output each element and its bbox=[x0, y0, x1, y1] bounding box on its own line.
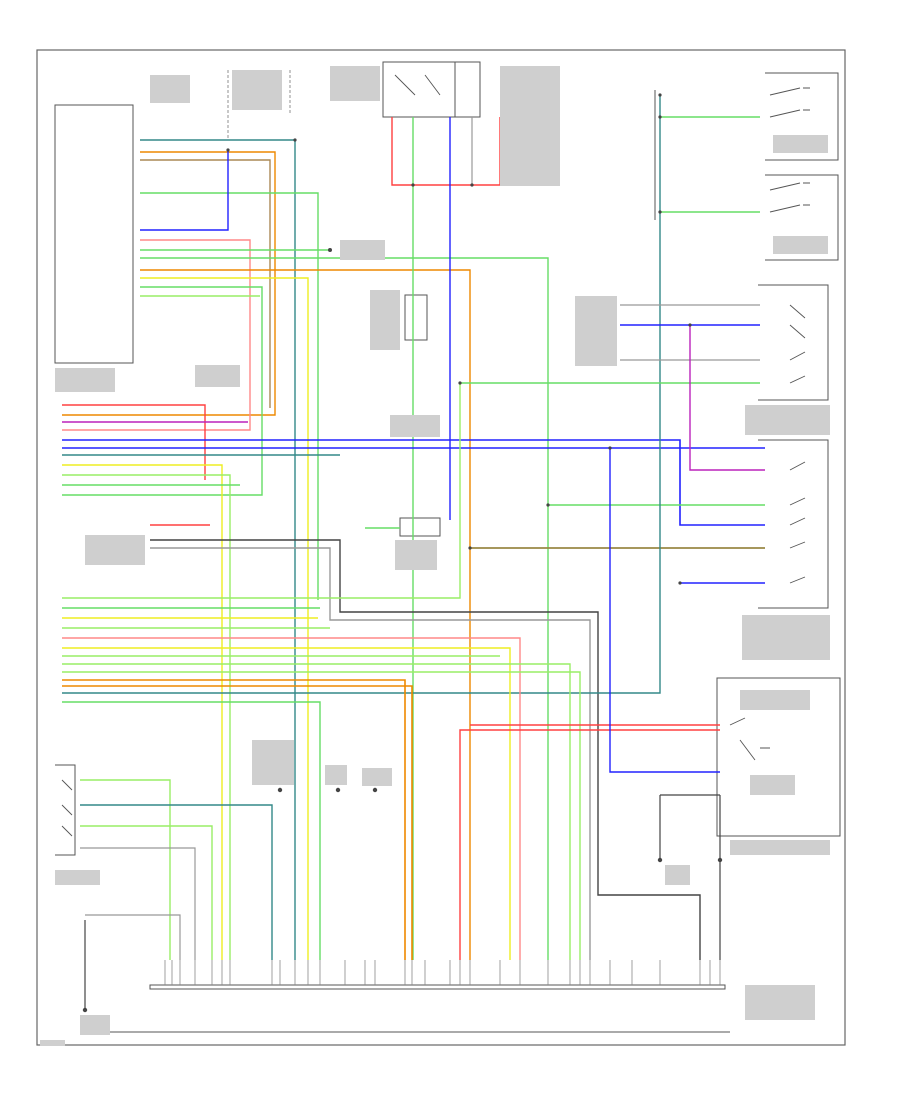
left-bottom-switch bbox=[55, 764, 76, 856]
top-right-relay-2 bbox=[765, 174, 839, 261]
wire-orange-low bbox=[62, 679, 406, 960]
label-block-center-mid bbox=[390, 415, 440, 437]
right-lower-box bbox=[716, 677, 841, 837]
wire-red-mid bbox=[62, 404, 206, 480]
wire-blue-top bbox=[140, 150, 229, 231]
center-connector bbox=[399, 517, 441, 537]
ghost-labels bbox=[40, 66, 830, 1046]
wire-blue-lower-right bbox=[609, 448, 720, 773]
wire-lgreen-ls-1 bbox=[80, 779, 171, 960]
label-block-bottom-center bbox=[252, 740, 294, 785]
label-block-top-center bbox=[330, 66, 380, 101]
wire-orange-2 bbox=[140, 269, 471, 960]
wire-lgreen-ls-3 bbox=[80, 825, 213, 960]
right-lower-switch-group bbox=[758, 439, 829, 609]
label-block-right-lower bbox=[742, 615, 830, 660]
wire-red-lower-right bbox=[459, 729, 720, 960]
wire-green-3 bbox=[140, 257, 549, 960]
wire-lgreen-low-1 bbox=[62, 383, 461, 599]
wire-purple-right bbox=[689, 325, 765, 471]
label-block-right-box-2 bbox=[750, 775, 795, 795]
wire-green-4 bbox=[62, 286, 263, 496]
component-outlines bbox=[54, 61, 841, 1033]
top-center-switch-box bbox=[382, 61, 481, 118]
wire-green-1 bbox=[140, 192, 319, 600]
wire-teal-ls-2 bbox=[80, 804, 273, 960]
label-block-bottom-left-gnd bbox=[80, 1015, 110, 1035]
label-block-left-mid bbox=[55, 368, 115, 392]
label-block-bottom-right bbox=[745, 985, 815, 1020]
label-block-left-top bbox=[150, 75, 190, 103]
top-right-relay-1 bbox=[765, 72, 839, 161]
wire-yellow-1 bbox=[140, 277, 309, 960]
wire-red-top bbox=[391, 117, 501, 186]
terminal-stubs bbox=[82, 93, 723, 1013]
label-block-center-connector bbox=[340, 240, 385, 260]
wire-black-mid bbox=[150, 539, 701, 960]
label-block-corner bbox=[40, 1040, 65, 1046]
left-master-switch-box bbox=[54, 104, 134, 364]
label-block-left-mid-2 bbox=[195, 365, 240, 387]
wire-teal-right bbox=[62, 95, 661, 694]
label-block-bottom-center-3 bbox=[362, 768, 392, 786]
bottom-connector-strip bbox=[149, 984, 726, 990]
wire-tan-1 bbox=[140, 159, 271, 408]
wire-orange-low-2 bbox=[62, 685, 413, 960]
label-block-top-right bbox=[500, 66, 560, 186]
label-block-left-bottom bbox=[55, 870, 100, 885]
label-block-right-box bbox=[740, 690, 810, 710]
diagram-border bbox=[36, 49, 846, 1046]
label-block-center-lower bbox=[395, 540, 437, 570]
label-block-relay-2 bbox=[773, 236, 828, 254]
wire-gray-ls-4 bbox=[80, 847, 196, 960]
label-block-bottom-right-gnd bbox=[665, 865, 690, 885]
wire-group bbox=[62, 95, 765, 1010]
wire-blue-long bbox=[62, 439, 765, 526]
switch-symbols bbox=[61, 74, 810, 837]
wire-gray-mid bbox=[150, 547, 591, 960]
label-block-right-top bbox=[575, 296, 617, 366]
center-vertical-connector bbox=[404, 294, 428, 341]
label-block-right-box-3 bbox=[730, 840, 830, 855]
wire-lgreen-low-5 bbox=[62, 663, 571, 960]
right-passenger-switch bbox=[758, 284, 829, 401]
label-block-right-passenger bbox=[745, 405, 830, 435]
wire-orange-1 bbox=[62, 151, 276, 416]
wire-green-low-7 bbox=[62, 701, 321, 960]
label-block-top-left-2 bbox=[232, 70, 282, 110]
wire-lgreen-low-6 bbox=[62, 671, 581, 960]
label-block-left-lower bbox=[85, 535, 145, 565]
wire-yellow-low-2 bbox=[62, 647, 511, 960]
label-block-relay-1 bbox=[773, 135, 828, 153]
wire-pink-1 bbox=[62, 239, 251, 431]
wire-gray-ground bbox=[85, 914, 181, 960]
wire-yellow-mid bbox=[62, 464, 223, 960]
label-block-center-left bbox=[370, 290, 400, 350]
wire-lgreen-mid bbox=[62, 474, 231, 960]
wire-pink-low bbox=[62, 637, 521, 960]
label-block-bottom-center-2 bbox=[325, 765, 347, 785]
